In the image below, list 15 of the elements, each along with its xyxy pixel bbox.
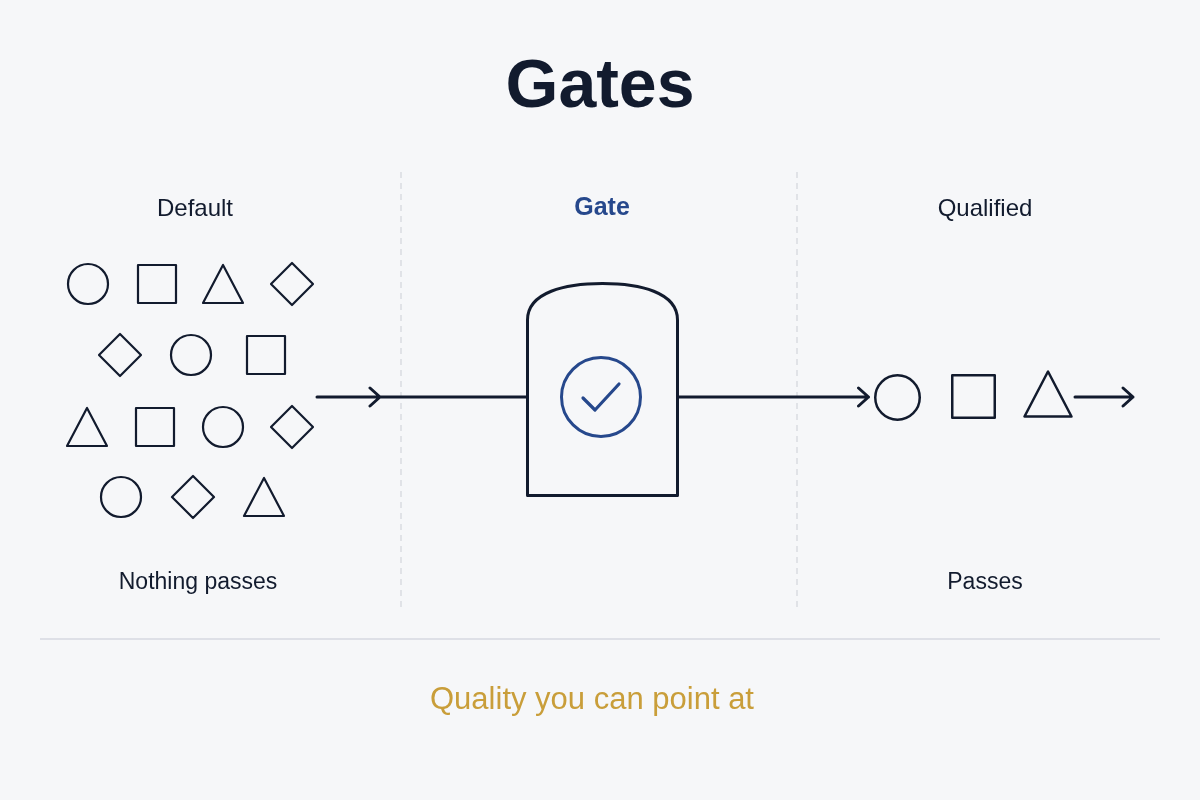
triangle-shape [1022,369,1074,419]
column-note: Nothing passes [118,568,278,594]
arched-gate [526,282,679,497]
square-shape [950,373,996,419]
mixed-shapes-drawing [65,261,315,520]
caption: Quality you can point at [430,681,754,717]
column-heading: Default [157,194,233,222]
arrow [315,386,528,408]
title: Gates [505,44,695,122]
arrow [677,386,870,408]
column-note: Passes [947,568,1023,594]
arrow [1073,386,1135,408]
column-heading: Gate [574,192,630,221]
circle-shape [873,373,921,421]
column-heading: Qualified [937,194,1033,222]
